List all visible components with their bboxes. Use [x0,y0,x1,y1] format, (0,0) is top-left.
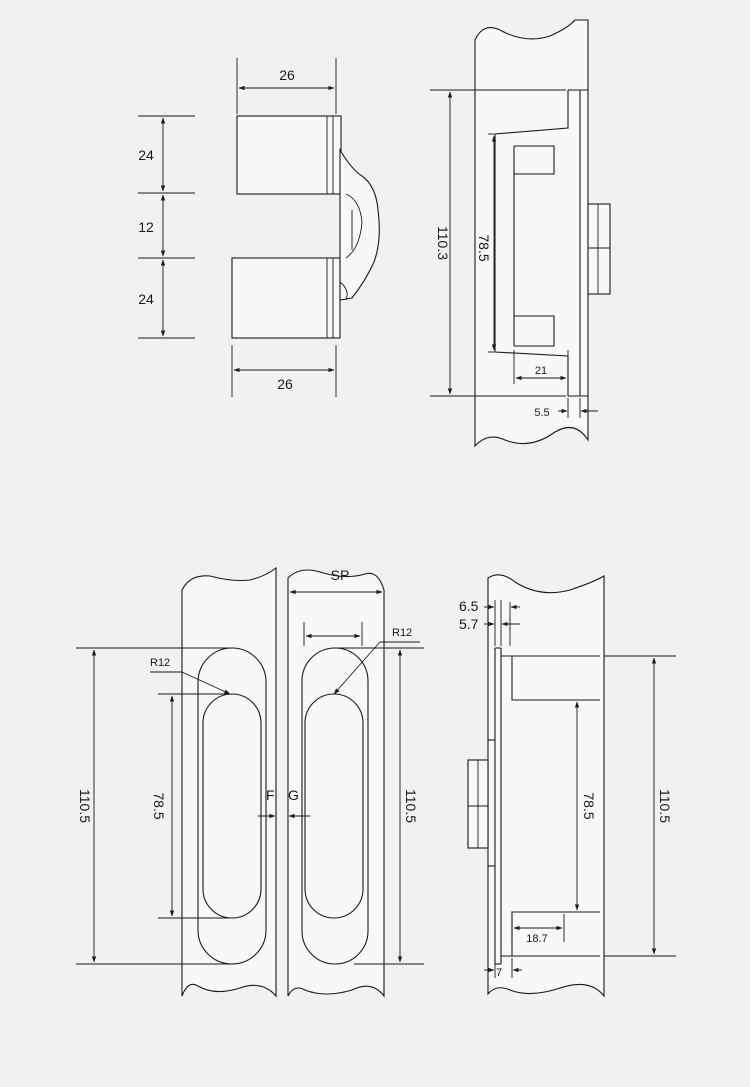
dim-top-width: 26 [279,67,295,83]
dim-6-5: 6.5 [459,598,479,614]
radius-label-left: R12 [150,657,170,669]
dim-left-inner-height: 78.5 [151,792,167,819]
upper-knuckle-block [236,115,342,195]
dim-sp: SP [331,567,350,583]
radius-label-right: R12 [392,627,412,639]
dim-height-bottom: 24 [138,291,154,307]
housing-top-profile [501,655,600,701]
dim-right-height: 110.5 [403,789,419,823]
lower-notch [513,315,555,347]
dim-5-7: 5.7 [459,616,479,632]
pivot-arm [339,148,380,301]
dim-offset: 5.5 [534,407,549,419]
dim-height-middle: 12 [138,219,154,235]
dim-height-top: 24 [138,147,154,163]
lower-knuckle-block [231,257,341,339]
hinge-knuckle [587,203,611,295]
upper-notch [513,145,555,175]
gap-label-f: F [266,787,275,803]
dim-depth: 21 [535,365,547,377]
door-leaves-front-view: SP R12 R12 110.5 78.5 F G 110.5 [76,566,424,998]
door-section-view: 110.3 78.5 21 5.5 [430,19,611,448]
left-inner-slot [202,693,262,919]
dim-bottom-width: 26 [277,376,293,392]
gap-label-g: G [288,787,299,803]
dim-side-offset: 7 [496,967,502,979]
dim-total-height: 110.3 [435,226,451,260]
door-panel [474,19,589,448]
dim-inner-height: 78.5 [476,234,492,261]
dim-side-total-height: 110.5 [657,789,673,823]
hinge-front-view: 26 24 12 24 26 [138,58,380,397]
dim-left-height: 110.5 [77,789,93,823]
door-side-section-view: 6.5 5.7 78.5 110.5 18.7 7 [459,574,676,998]
right-door-leaf [287,569,385,998]
dim-side-inner-height: 78.5 [581,792,597,819]
left-door-leaf [181,566,277,998]
dim-side-depth: 18.7 [526,933,547,945]
